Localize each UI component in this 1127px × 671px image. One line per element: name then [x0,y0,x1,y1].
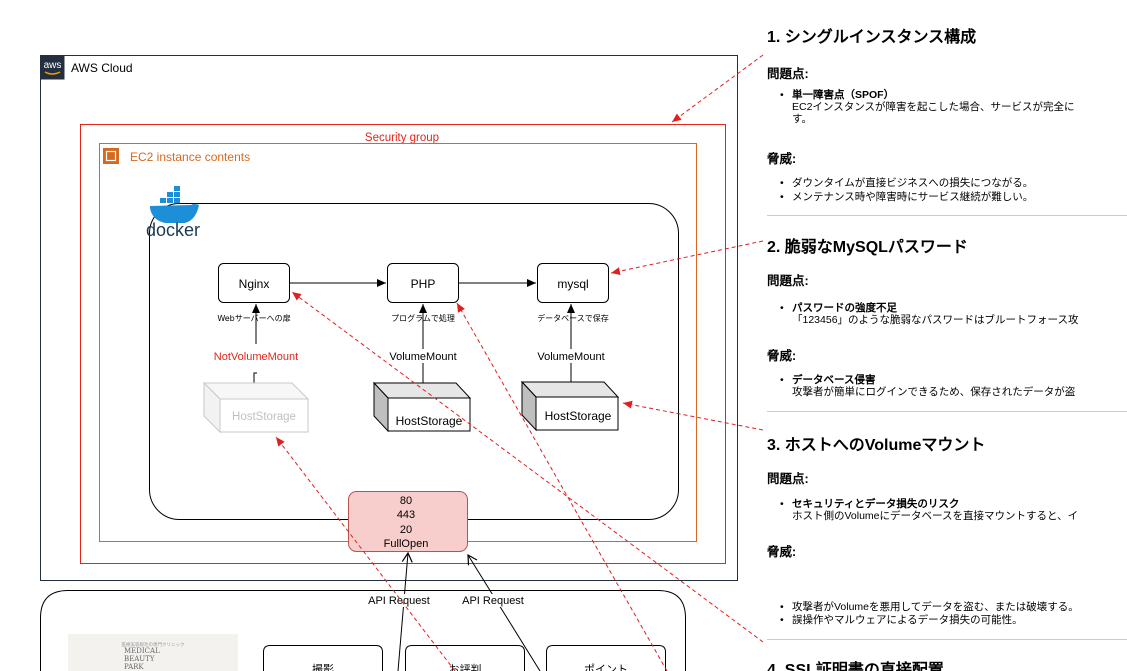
logo-line-2: BEAUTY [124,655,155,663]
api-label-left: API Request [368,595,430,607]
svg-text:お評判: お評判 [449,662,482,671]
svg-text:mysql: mysql [557,277,588,291]
section-4-title: 4. SSL証明書の直接配置 [767,662,944,671]
svg-text:HostStorage: HostStorage [545,409,612,423]
node-mysql: mysql [537,263,609,303]
aws-cloud-group [40,55,738,581]
section-1-problem: • 単一障害点（SPOF） EC2インスタンスが障害を起こした場合、サービスが完… [780,89,1075,125]
caption-mysql: データベースで保存 [537,313,609,323]
api-arrow-left [397,551,413,671]
storage-mysql: HostStorage [520,380,620,432]
node-php: PHP [387,263,459,303]
caption-nginx: Webサーバーへの扉 [217,313,290,323]
section-3-problem-label: 問題点: [767,472,809,486]
threat-link-volume [622,400,764,431]
aws-logo-icon [40,55,65,80]
docker-whale-icon [150,186,199,223]
divider-1 [767,215,1127,216]
svg-text:443: 443 [397,509,415,521]
client-area [40,590,686,671]
docker-label: docker [146,220,200,240]
svg-text:医療美容脱毛の専門クリニック: 医療美容脱毛の専門クリニック [122,641,185,648]
storage-php: HostStorage [372,381,472,433]
section-1-threat-label: 脅威: [767,152,797,166]
divider-2 [767,411,1127,412]
logo-line-1: MEDICAL [124,647,160,655]
aws-logo-text: aws [44,60,62,71]
client-box-2 [405,645,525,671]
section-2-problem-label: 問題点: [767,274,809,288]
security-group-label: Security group [365,132,439,144]
storage-nginx: HostStorage [202,381,310,434]
svg-text:撮影: 撮影 [312,662,334,671]
svg-text:PHP: PHP [411,277,436,291]
threat-link-php [456,302,668,671]
security-group [80,124,726,564]
open-ports-box: 80 443 20 FullOpen [348,491,468,552]
divider-3 [767,639,1127,640]
svg-text:HostStorage: HostStorage [396,414,463,428]
section-3-threat-1: •攻撃者がVolumeを悪用してデータを盗む、または破壊する。 [780,601,1079,613]
api-label-right: API Request [462,595,524,607]
section-3-threat-label: 脅威: [767,545,797,559]
section-3-threat-2: •誤操作やマルウェアによるデータ損失の可能性。 [780,614,1023,626]
risk-panel: 1. シングルインスタンス構成 問題点: • 単一障害点（SPOF） EC2イン… [762,0,1127,671]
section-1-threat-1: •ダウンタイムが直接ビジネスへの損失につながる。 [780,177,1034,189]
logo-line-3: PARK [124,663,144,671]
section-3-problem: • セキュリティとデータ損失のリスク ホスト側のVolumeにデータベースを直接… [780,498,1079,522]
section-2-problem: • パスワードの強度不足 「123456」のような脆弱なパスワードはブルートフォ… [780,302,1079,326]
ec2-label: EC2 instance contents [130,150,250,164]
brand-logo-panel [68,634,238,671]
svg-text:Nginx: Nginx [239,277,270,291]
svg-text:20: 20 [400,524,412,536]
svg-text:80: 80 [400,495,412,507]
section-1-title: 1. シングルインスタンス構成 [767,29,977,46]
threat-link-storage [275,436,456,671]
section-2-title: 2. 脆弱なMySQLパスワード [767,239,968,256]
section-2-threat: • データベース侵害 攻撃者が簡単にログインできるため、保存されたデータが盗 [780,374,1076,398]
threat-link-mysql [610,240,764,276]
section-3-title: 3. ホストへのVolumeマウント [767,437,986,454]
api-arrow-right [467,553,541,671]
mount-label-php: VolumeMount [389,351,456,363]
threat-link-spof [671,54,764,123]
client-box-3 [546,645,666,671]
mount-line-nginx [253,372,257,383]
aws-cloud-label: AWS Cloud [71,61,133,75]
ec2-chip-icon [103,148,119,164]
svg-text:FullOpen: FullOpen [384,538,429,550]
node-nginx: Nginx [218,263,290,303]
mount-label-mysql: VolumeMount [537,351,604,363]
threat-link-ssl [291,291,764,643]
section-1-problem-label: 問題点: [767,67,809,81]
client-box-1 [263,645,383,671]
aws-logo-smile-icon [44,71,61,75]
mount-label-nginx: NotVolumeMount [214,351,298,363]
svg-text:HostStorage: HostStorage [232,411,296,423]
section-2-threat-label: 脅威: [767,349,797,363]
svg-text:ポイント: ポイント [584,663,628,671]
section-1-threat-2: •メンテナンス時や障害時にサービス継続が難しい。 [780,191,1034,203]
